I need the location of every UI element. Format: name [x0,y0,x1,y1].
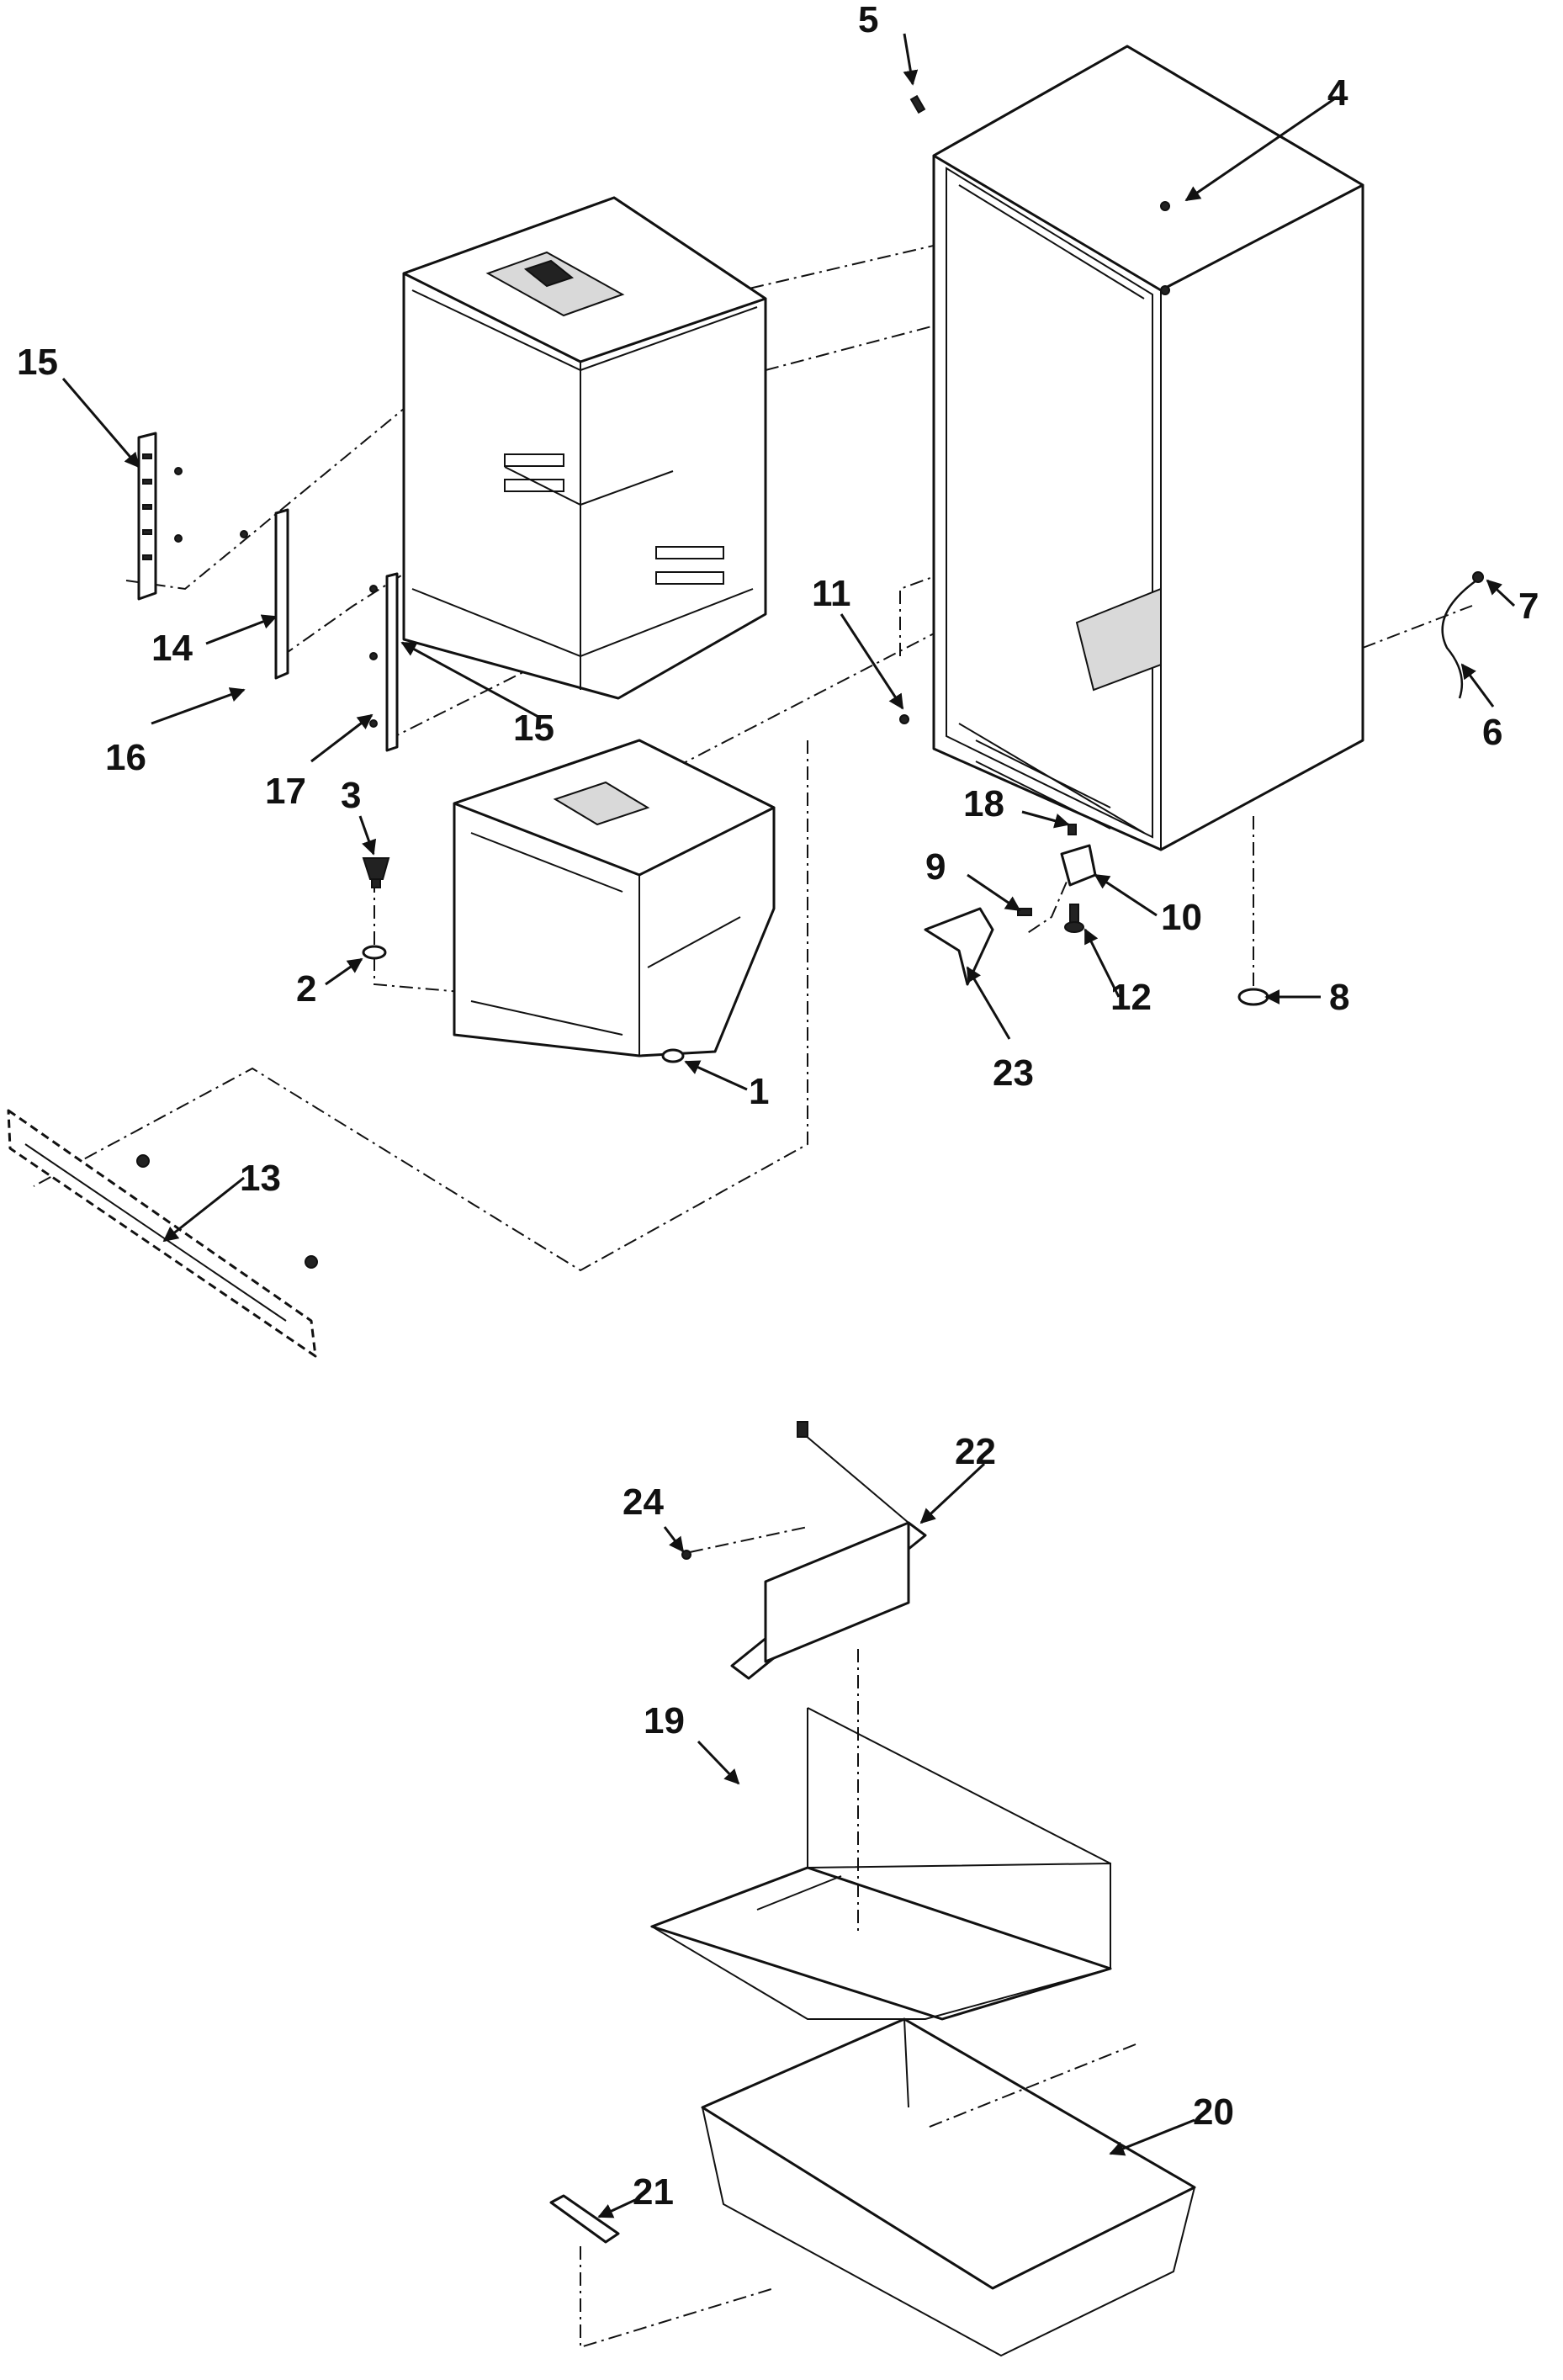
callout-19: 19 [644,1700,685,1741]
callout-9: 9 [925,846,946,888]
hinge-assembly [1017,824,1097,933]
callout-8: 8 [1329,977,1349,1018]
left-rail-15 [137,432,183,601]
callout-21: 21 [633,2171,674,2213]
callout-labels: 15 14 16 17 15 3 2 1 5 4 7 6 8 11 18 9 1… [17,0,1539,2213]
callout-16: 16 [105,737,146,778]
upper-liner [402,196,767,700]
callout-3: 3 [341,775,361,816]
callout-10: 10 [1161,897,1202,938]
callout-12: 12 [1110,977,1152,1018]
callout-6: 6 [1482,712,1502,753]
callout-2: 2 [296,968,316,1010]
leveler-8 [1237,988,1269,1006]
fastener-3 [362,857,390,888]
callout-14: 14 [151,628,193,669]
callout-23: 23 [993,1052,1034,1094]
callout-4: 4 [1327,72,1348,114]
callout-22: 22 [955,1431,996,1472]
callout-5: 5 [858,0,878,40]
callout-24: 24 [623,1482,664,1523]
screw-5 [909,94,926,114]
wire-basket-20 [701,2017,1196,2357]
wire-shelf-19 [649,1707,1112,2021]
rail-17 [369,572,399,752]
callout-18: 18 [963,783,1004,824]
callout-20: 20 [1193,2091,1234,2133]
kickplate-13 [7,1109,318,1358]
ice-bin-1 [453,739,776,1063]
callout-7: 7 [1518,586,1539,627]
bracket-23 [924,907,994,986]
leader-lines [61,33,1516,2218]
ice-divider-22 [681,1421,927,1680]
callout-1: 1 [749,1071,769,1112]
center-rail-14 [240,508,289,680]
callout-17: 17 [265,771,306,812]
cabinet-outer [899,45,1364,851]
callout-15-right: 15 [513,708,554,749]
handle-21 [549,2194,620,2244]
callout-11: 11 [812,573,851,614]
washer-2 [362,945,387,960]
callout-15-left: 15 [17,342,58,383]
callout-13: 13 [240,1158,281,1199]
screw-7 [1472,571,1484,583]
tube-6 [1441,579,1477,699]
